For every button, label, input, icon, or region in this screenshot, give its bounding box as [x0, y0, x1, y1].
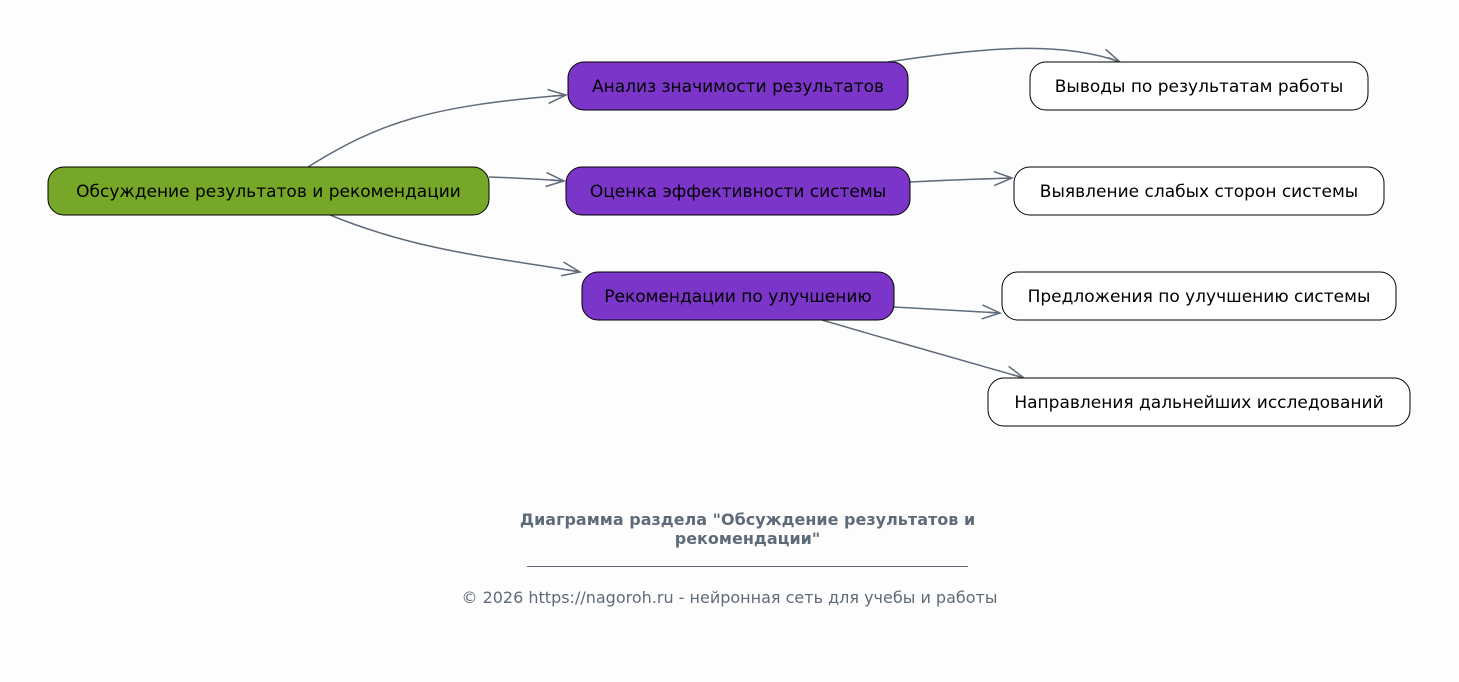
diagram-caption-title: Диаграмма раздела "Обсуждение результато…: [519, 510, 976, 548]
arrowhead-root-to-analysis: [547, 88, 569, 105]
node-evaluation: Оценка эффективности системы: [565, 166, 911, 216]
caption-divider: [527, 566, 968, 567]
node-box-research: [987, 377, 1411, 427]
edge-root-to-recommendations: [329, 214, 581, 273]
edge-evaluation-to-weaknesses: [909, 177, 1013, 183]
arrowhead-root-to-recommendations: [560, 261, 583, 277]
edge-recommendations-to-research: [821, 319, 1025, 379]
node-analysis: Анализ значимости результатов: [567, 61, 909, 111]
node-proposals: Предложения по улучшению системы: [1001, 271, 1397, 321]
node-label-analysis: Анализ значимости результатов: [592, 77, 884, 97]
node-label-conclusions: Выводы по результатам работы: [1055, 77, 1344, 97]
node-box-root: [47, 166, 490, 216]
node-box-conclusions: [1029, 61, 1369, 111]
arrowhead-root-to-evaluation: [545, 171, 567, 188]
node-label-proposals: Предложения по улучшению системы: [1028, 287, 1371, 307]
edges-layer: [307, 47, 1122, 381]
arrowhead-analysis-to-conclusions: [1100, 48, 1122, 64]
arrowhead-recommendations-to-proposals: [981, 304, 1003, 320]
edge-analysis-to-conclusions: [887, 47, 1121, 63]
edge-recommendations-to-proposals: [893, 306, 1001, 314]
edge-root-to-analysis: [307, 94, 567, 168]
node-research: Направления дальнейших исследований: [987, 377, 1411, 427]
node-box-evaluation: [565, 166, 911, 216]
nodes-layer: Обсуждение результатов и рекомендации Ана…: [47, 61, 1411, 427]
node-root: Обсуждение результатов и рекомендации: [47, 166, 490, 216]
diagram-caption-credit: © 2026 https://nagoroh.ru - нейронная се…: [461, 588, 998, 607]
node-label-weaknesses: Выявление слабых сторон системы: [1040, 182, 1358, 202]
node-label-evaluation: Оценка эффективности системы: [590, 182, 886, 202]
node-box-recommendations: [581, 271, 895, 321]
node-weaknesses: Выявление слабых сторон системы: [1013, 166, 1385, 216]
arrowhead-evaluation-to-weaknesses: [993, 170, 1015, 187]
node-conclusions: Выводы по результатам работы: [1029, 61, 1369, 111]
node-label-root: Обсуждение результатов и рекомендации: [76, 182, 461, 202]
node-label-research: Направления дальнейших исследований: [1014, 393, 1383, 413]
node-box-analysis: [567, 61, 909, 111]
node-box-proposals: [1001, 271, 1397, 321]
node-recommendations: Рекомендации по улучшению: [581, 271, 895, 321]
node-label-recommendations: Рекомендации по улучшению: [604, 287, 871, 307]
node-box-weaknesses: [1013, 166, 1385, 216]
